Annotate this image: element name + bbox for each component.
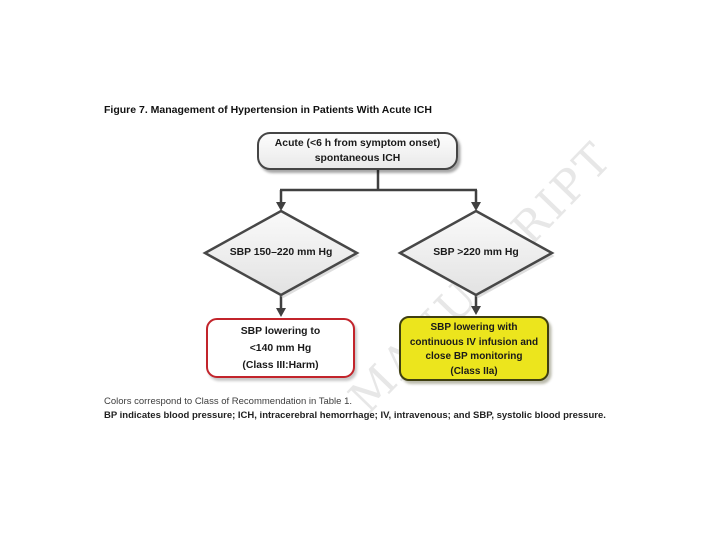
arrowhead-left-diamond-icon [276,202,286,211]
footnote-abbreviations: BP indicates blood pressure; ICH, intrac… [104,410,606,421]
infusion-box-line-4: (Class IIa) [450,365,498,377]
harm-box-line-1: SBP lowering to [240,326,321,337]
decision-diamond-right [397,209,555,297]
left-diamond-label: SBP 150–220 mm Hg [229,247,333,258]
infusion-box-line-3: close BP monitoring [425,351,523,362]
harm-box-line-3: (Class III:Harm) [242,360,319,371]
arrowhead-infusion-box-icon [471,306,481,315]
start-box: Acute (<6 h from symptom onset) spontane… [257,132,458,170]
start-box-line-1: Acute (<6 h from symptom onset) [274,138,441,149]
start-box-line-2: spontaneous ICH [314,153,401,164]
infusion-box-line-2: continuous IV infusion and [409,336,539,348]
figure-title: Figure 7. Management of Hypertension in … [104,104,432,116]
decision-diamond-left [202,209,360,297]
infusion-box-line-1: SBP lowering with [430,322,518,333]
outcome-box-harm: SBP lowering to <140 mm Hg (Class III:Ha… [206,318,355,378]
footnote-colors: Colors correspond to Class of Recommenda… [104,396,353,407]
arrowhead-right-diamond-icon [471,202,481,211]
connector-lines [279,170,478,310]
outcome-box-infusion: SBP lowering with continuous IV infusion… [399,316,549,381]
arrowhead-harm-box-icon [276,308,286,317]
right-diamond-label: SBP >220 mm Hg [433,247,519,258]
harm-box-line-2: <140 mm Hg [249,343,312,354]
